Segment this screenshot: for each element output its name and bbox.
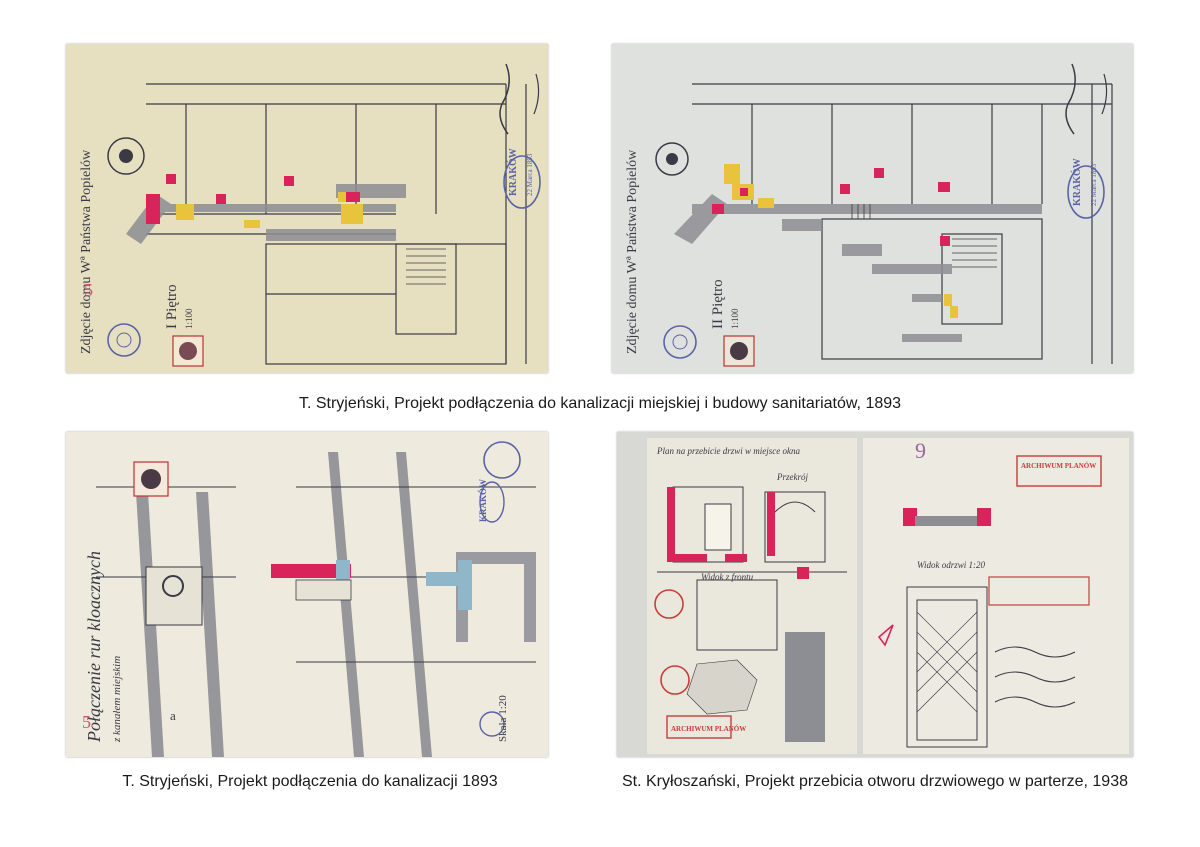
plan3-stamp-city: KRAKÓW — [478, 479, 488, 522]
plan4-title: Plan na przebicie drzwi w miejsce okna — [656, 446, 800, 456]
plan2-stamp-date: 22 Marca 1893 — [1090, 163, 1098, 206]
plan-door-opening-svg: Plan na przebicie drzwi w miejsce okna P… — [617, 432, 1133, 757]
plan1-title: Zdjęcie domu Wª Państwa Popielów — [79, 149, 94, 354]
plan4-label-door-view: Widok odrzwi 1:20 — [917, 560, 986, 570]
plan1-stamp-date: 22 Marca 1893 — [526, 153, 534, 196]
caption-bottom-left: T. Stryjeński, Projekt podłączenia do ka… — [122, 773, 498, 790]
plan-image-door-opening: Plan na przebicie drzwi w miejsce okna P… — [617, 432, 1133, 757]
plan-first-floor-svg: Zdjęcie domu Wª Państwa Popielów I Piętr… — [66, 44, 548, 373]
plan1-floor: I Piętro — [164, 284, 180, 329]
plan-image-first-floor: Zdjęcie domu Wª Państwa Popielów I Piętr… — [66, 44, 548, 373]
caption-bottom-right: St. Kryłoszański, Projekt przebicia otwo… — [622, 773, 1128, 790]
plan3-label-a: a — [170, 708, 176, 723]
plan4-archive-stamp-2: ARCHIWUM PLANÓW — [1021, 462, 1096, 470]
plan2-floor: II Piętro — [710, 279, 726, 329]
plan3-subtitle: z kanałem miejskim — [111, 656, 123, 743]
plan1-sheet-number: 5 — [84, 280, 93, 300]
plan4-archive-stamp: ARCHIWUM PLANÓW — [671, 725, 746, 733]
plan-image-sewer-connection: Połączenie rur kloacznych z kanałem miej… — [66, 432, 548, 757]
plan4-label-section: Przekrój — [776, 472, 808, 482]
plan-sewer-connection-svg: Połączenie rur kloacznych z kanałem miej… — [66, 432, 548, 757]
plan1-scale: 1:100 — [184, 308, 194, 329]
plan-second-floor-svg: Zdjęcie domu Wª Państwa Popielów II Pięt… — [612, 44, 1133, 373]
plan2-stamp-city: KRAKÓW — [1071, 158, 1083, 206]
plan1-stamp-city: KRAKÓW — [507, 148, 519, 196]
plan3-scale: Skala 1:20 — [497, 695, 509, 742]
caption-top: T. Stryjeński, Projekt podłączenia do ka… — [298, 395, 902, 412]
plan4-label-view: Widok z frontu — [701, 572, 754, 582]
plan3-sheet-number: 5 — [82, 712, 91, 732]
plan4-sheet-number: 9 — [915, 438, 926, 463]
plan3-title: Połączenie rur kloacznych — [84, 551, 104, 743]
plan-image-second-floor: Zdjęcie domu Wª Państwa Popielów II Pięt… — [612, 44, 1133, 373]
plan2-scale: 1:100 — [730, 308, 740, 329]
plan2-title: Zdjęcie domu Wª Państwa Popielów — [625, 149, 640, 354]
